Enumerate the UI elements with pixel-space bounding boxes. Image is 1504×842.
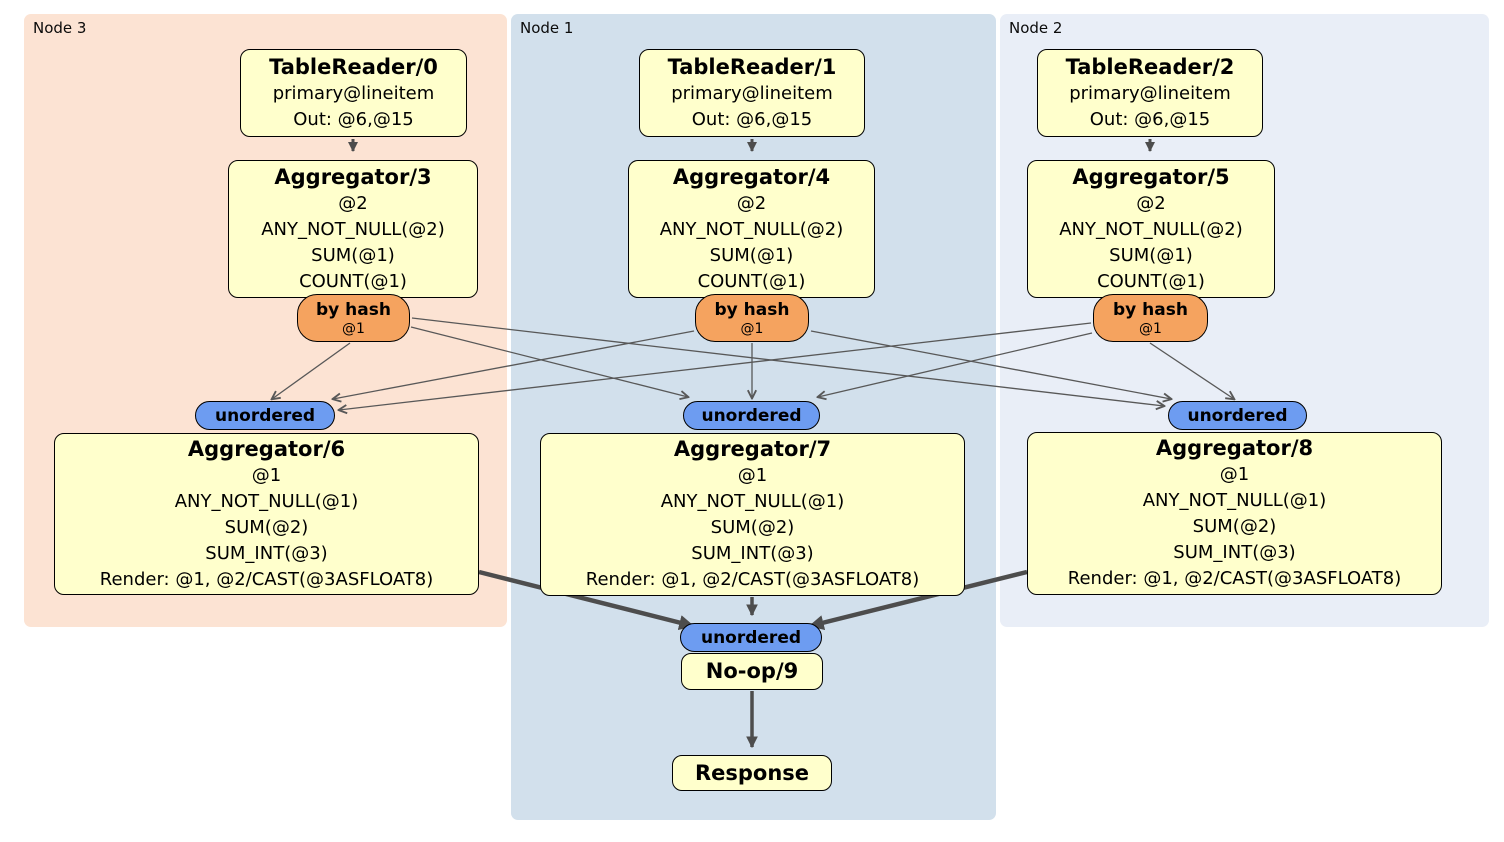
operator-detail: Out: @6,@15: [691, 108, 813, 130]
connector-by-hash-5: by hash @1: [1093, 294, 1208, 342]
operator-detail: COUNT(@1): [697, 270, 806, 292]
connector-label: by hash: [714, 300, 790, 320]
operator-detail: Render: @1, @2/CAST(@3ASFLOAT8): [585, 569, 920, 590]
operator-detail: SUM(@1): [1109, 244, 1193, 266]
region-label-node-3: Node 3: [33, 19, 87, 37]
connector-label: unordered: [701, 405, 802, 426]
node-tablereader-1: TableReader/1 primary@lineitem Out: @6,@…: [639, 49, 865, 137]
node-aggregator-6: Aggregator/6 @1 ANY_NOT_NULL(@1) SUM(@2)…: [54, 433, 479, 595]
operator-detail: COUNT(@1): [299, 270, 407, 292]
operator-title: Aggregator/5: [1072, 164, 1230, 189]
operator-detail: SUM_INT(@3): [205, 542, 328, 564]
node-aggregator-4: Aggregator/4 @2 ANY_NOT_NULL(@2) SUM(@1)…: [628, 160, 875, 298]
edge-byhash5-unordered8: [1149, 342, 1234, 399]
operator-title: Aggregator/4: [672, 164, 831, 189]
connector-unordered-node3: unordered: [195, 401, 335, 430]
connector-unordered-final: unordered: [680, 623, 822, 652]
operator-title: Aggregator/3: [274, 164, 432, 189]
connector-detail: @1: [342, 321, 365, 337]
edge-aggregator6-unordered9: [478, 569, 695, 631]
edge-byhash3-unordered7: [410, 326, 688, 397]
operator-detail: SUM_INT(@3): [1173, 542, 1296, 563]
operator-detail: ANY_NOT_NULL(@1): [1142, 490, 1327, 511]
operator-detail: SUM(@1): [311, 244, 395, 266]
connector-label: by hash: [316, 300, 391, 320]
operator-title: TableReader/1: [667, 54, 837, 79]
node-tablereader-2: TableReader/2 primary@lineitem Out: @6,@…: [1037, 49, 1263, 137]
connector-by-hash-3: by hash @1: [297, 294, 410, 342]
node-aggregator-3: Aggregator/3 @2 ANY_NOT_NULL(@2) SUM(@1)…: [228, 160, 478, 298]
operator-detail: ANY_NOT_NULL(@2): [659, 218, 844, 240]
operator-detail: SUM(@2): [1192, 516, 1277, 537]
operator-detail: Out: @6,@15: [293, 108, 414, 130]
operator-detail: COUNT(@1): [1097, 270, 1205, 292]
connector-label: by hash: [1113, 300, 1188, 320]
connector-detail: @1: [1139, 321, 1162, 337]
operator-detail: @2: [736, 192, 767, 214]
node-response: Response: [672, 755, 832, 791]
operator-detail: Out: @6,@15: [1089, 108, 1211, 130]
operator-detail: @1: [737, 465, 768, 486]
operator-title: Aggregator/7: [673, 437, 832, 461]
connector-by-hash-4: by hash @1: [695, 294, 809, 342]
operator-title: Aggregator/6: [187, 436, 346, 461]
edge-byhash4-unordered6: [333, 330, 695, 399]
node-tablereader-0: TableReader/0 primary@lineitem Out: @6,@…: [240, 49, 467, 137]
edge-byhash4-unordered8: [810, 330, 1171, 399]
node-aggregator-5: Aggregator/5 @2 ANY_NOT_NULL(@2) SUM(@1)…: [1027, 160, 1275, 298]
region-label-node-2: Node 2: [1009, 19, 1063, 37]
connector-label: unordered: [700, 627, 802, 648]
node-aggregator-7: Aggregator/7 @1 ANY_NOT_NULL(@1) SUM(@2)…: [540, 433, 965, 596]
edge-aggregator8-unordered9: [808, 569, 1028, 631]
edge-byhash3-unordered8: [411, 317, 1164, 406]
operator-detail: ANY_NOT_NULL(@1): [660, 491, 845, 512]
operator-detail: primary@lineitem: [1069, 82, 1231, 104]
operator-detail: SUM(@1): [709, 244, 794, 266]
operator-detail: ANY_NOT_NULL(@1): [174, 490, 359, 512]
connector-label: unordered: [1187, 405, 1288, 426]
edge-byhash5-unordered6: [339, 322, 1092, 410]
operator-detail: primary@lineitem: [671, 82, 833, 104]
operator-detail: SUM(@2): [224, 516, 309, 538]
connector-detail: @1: [740, 321, 764, 337]
operator-detail: @1: [251, 464, 282, 486]
connector-label: unordered: [214, 405, 316, 426]
operator-detail: @1: [1219, 464, 1250, 485]
operator-title: No-op/9: [705, 659, 799, 683]
operator-title: Response: [694, 760, 810, 785]
operator-title: TableReader/2: [1065, 54, 1235, 79]
operator-detail: SUM_INT(@3): [691, 543, 814, 564]
operator-detail: Render: @1, @2/CAST(@3ASFLOAT8): [1067, 568, 1402, 589]
operator-title: TableReader/0: [269, 54, 438, 79]
node-noop-9: No-op/9: [681, 653, 823, 690]
edge-byhash3-unordered6: [272, 342, 351, 399]
connector-unordered-node1: unordered: [683, 401, 820, 430]
node-aggregator-8: Aggregator/8 @1 ANY_NOT_NULL(@1) SUM(@2)…: [1027, 432, 1442, 595]
operator-detail: @2: [1136, 192, 1166, 214]
operator-detail: ANY_NOT_NULL(@2): [261, 218, 445, 240]
operator-detail: primary@lineitem: [272, 82, 435, 104]
region-label-node-1: Node 1: [520, 19, 574, 37]
operator-detail: ANY_NOT_NULL(@2): [1059, 218, 1243, 240]
connector-unordered-node2: unordered: [1168, 401, 1307, 430]
edge-byhash5-unordered7: [818, 332, 1093, 397]
operator-title: Aggregator/8: [1155, 436, 1314, 460]
operator-detail: SUM(@2): [710, 517, 795, 538]
operator-detail: @2: [338, 192, 368, 214]
operator-detail: Render: @1, @2/CAST(@3ASFLOAT8): [99, 568, 434, 590]
